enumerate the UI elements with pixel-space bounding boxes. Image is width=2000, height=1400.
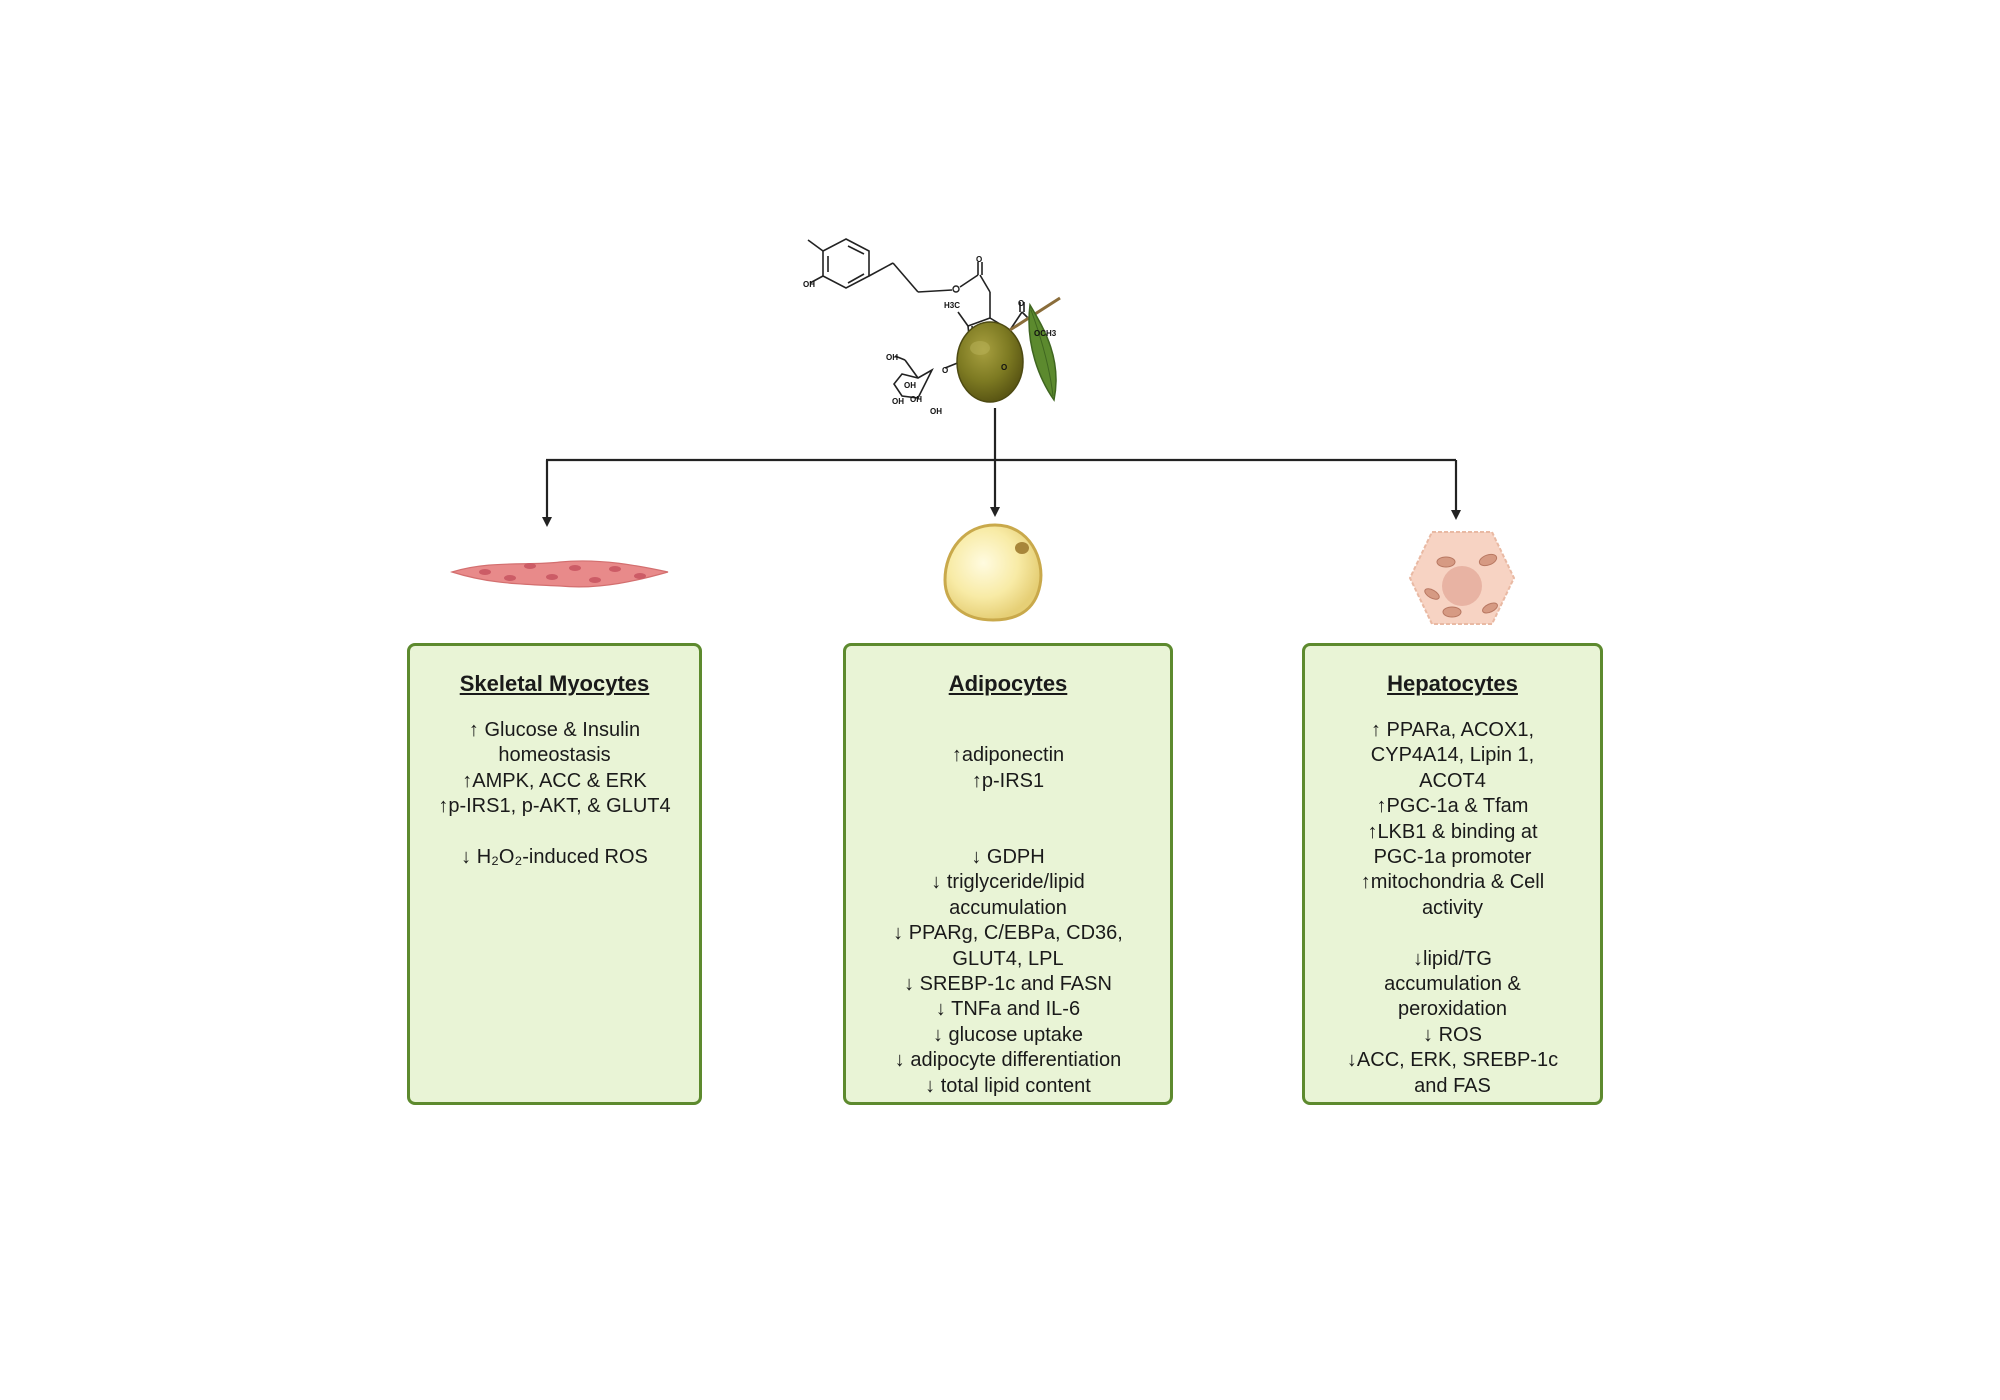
effect-line: ↓ triglyceride/lipid: [931, 871, 1085, 894]
effect-line: and FAS: [1414, 1074, 1491, 1097]
effect-line: ↑mitochondria & Cell: [1360, 871, 1545, 894]
effect-line: ↓ total lipid content: [925, 1074, 1091, 1097]
effect-line: ↑LKB1 & binding at: [1367, 820, 1538, 843]
effect-line: ↑adiponectin: [951, 744, 1065, 767]
branch-connector: [542, 408, 1461, 527]
effect-line: peroxidation: [1398, 998, 1507, 1021]
spacer-line: [846, 820, 1170, 845]
effect-line: activity: [1421, 896, 1484, 919]
ester-carbonyl-label: O: [976, 255, 982, 264]
effect-line: ↑PGC-1a & Tfam: [1376, 795, 1529, 818]
panel-body: ↑ PPARa, ACOX1, CYP4A14, Lipin 1,ACOT4 ↑PG…: [1305, 718, 1600, 1099]
spacer-line: [1305, 921, 1600, 946]
effect-line: accumulation &: [1384, 973, 1521, 996]
sugar-hydroxyl-label: OH: [910, 395, 922, 404]
panel-title: Skeletal Myocytes: [459, 671, 650, 696]
effect-line: ACOT4: [1419, 769, 1486, 792]
hepatocyte-cell-icon: [1408, 531, 1516, 625]
oleuropein-structure-icon: OH H3C O O OCH3 O O OH OH OH OH OH: [803, 238, 1061, 416]
panel-body: ↑adiponectin↑p-IRS1 ↓ GDPH ↓ triglyceride/…: [846, 718, 1170, 1099]
spacer-line: [410, 820, 699, 845]
effect-line: ↓lipid/TG: [1413, 947, 1492, 970]
effect-line: ↑p-IRS1, p-AKT, & GLUT4: [438, 795, 671, 818]
ring-oxygen-label: O: [1001, 363, 1007, 372]
glycoside-oxygen-label: O: [942, 366, 948, 375]
hydroxyl-label: OH: [803, 280, 815, 289]
hepatocytes-panel: Hepatocytes ↑ PPARa, ACOX1, CYP4A14, Lipi…: [1302, 643, 1603, 1105]
effect-line: ↑ Glucose & Insulin: [468, 719, 641, 741]
effect-line: ↓ GDPH: [971, 845, 1045, 868]
effect-line: CYP4A14, Lipin 1,: [1370, 744, 1535, 767]
methyl-label: H3C: [944, 301, 960, 310]
effect-line: homeostasis: [498, 744, 611, 767]
effect-line: ↓ TNFa and IL-6: [935, 998, 1081, 1021]
effect-line: PGC-1a promoter: [1373, 846, 1532, 869]
myocytes-panel: Skeletal Myocytes ↑ Glucose & Insulin hom…: [407, 643, 702, 1105]
effect-line: ↓ SREBP-1c and FASN: [904, 973, 1112, 996]
sugar-hydroxyl-label: OH: [892, 397, 904, 406]
effect-line: ↓ adipocyte differentiation: [894, 1049, 1122, 1072]
carbonyl-label: O: [1018, 299, 1024, 308]
effect-line: ↓ PPARg, C/EBPa, CD36,: [893, 922, 1123, 945]
effect-line: ↓ glucose uptake: [932, 1023, 1084, 1046]
effect-line: ↑ PPARa, ACOX1,: [1370, 719, 1535, 741]
sugar-hydroxyl-label: OH: [886, 353, 898, 362]
adipocytes-panel: Adipocytes ↑adiponectin↑p-IRS1 ↓ GDPH ↓ tr…: [843, 643, 1173, 1105]
methoxy-label: OCH3: [1034, 329, 1057, 338]
effect-line: GLUT4, LPL: [952, 947, 1064, 970]
effect-line: ↑p-IRS1: [971, 769, 1045, 792]
adipocyte-cell-icon: [943, 523, 1043, 622]
effect-line: ↓ ROS: [1423, 1023, 1482, 1046]
sugar-hydroxyl-label: OH: [904, 381, 916, 390]
effect-line: ↑AMPK, ACC & ERK: [462, 769, 647, 792]
myocyte-cell-icon: [450, 560, 669, 588]
effect-line: ↓ H₂O₂-induced ROS: [461, 846, 648, 869]
effect-line: ↓ACC, ERK, SREBP-1c: [1346, 1049, 1559, 1072]
panel-title: Adipocytes: [948, 671, 1068, 696]
spacer-line: [846, 718, 1170, 743]
spacer-line: [846, 794, 1170, 819]
panel-body: ↑ Glucose & Insulin homeostasis↑AMPK, ACC…: [410, 718, 699, 870]
sugar-hydroxyl-label: OH: [930, 407, 942, 416]
panel-title: Hepatocytes: [1387, 671, 1518, 696]
effect-line: accumulation: [949, 896, 1067, 919]
